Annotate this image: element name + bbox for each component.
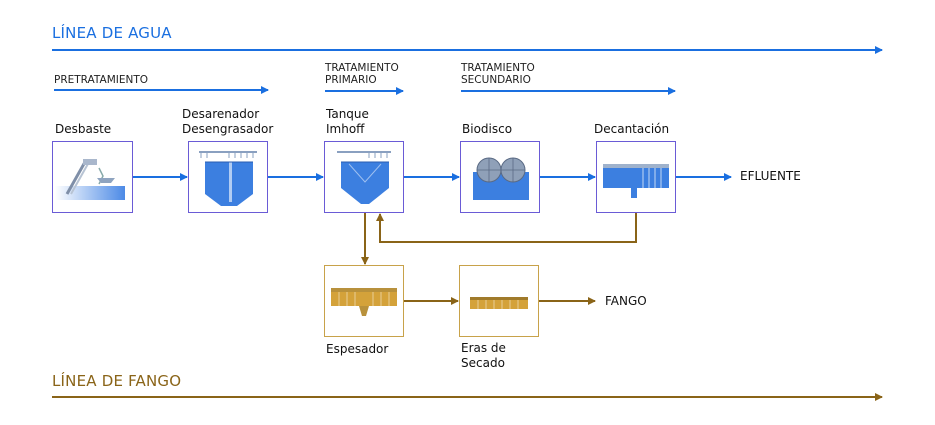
desarenador-box [188, 141, 268, 213]
label-desbaste: Desbaste [55, 122, 112, 136]
stage-secondary-line1: TRATAMIENTO [461, 62, 535, 74]
bar-screen-icon [55, 159, 125, 200]
label-espesador: Espesador [326, 342, 389, 356]
stage-primary-line1: TRATAMIENTO [325, 62, 399, 74]
decantacion-box [596, 141, 676, 213]
label-desarenador-line1: Desarenador [182, 107, 260, 121]
stage-primary-line2: PRIMARIO [325, 74, 377, 86]
imhoff-tank-icon [337, 151, 391, 204]
biodisc-icon [473, 157, 529, 200]
label-fango: FANGO [605, 294, 647, 308]
clarifier-icon [603, 164, 669, 198]
label-tanque-imhoff: Tanque Imhoff [326, 107, 369, 137]
stage-secondary: TRATAMIENTO SECUNDARIO [461, 62, 535, 86]
desbaste-box [52, 141, 133, 213]
label-efluente: EFLUENTE [740, 169, 801, 183]
tanque-imhoff-box [324, 141, 404, 213]
biodisco-box [460, 141, 540, 213]
water-line-title: LÍNEA DE AGUA [52, 24, 172, 42]
espesador-box [324, 265, 404, 337]
grit-chamber-icon [199, 151, 257, 206]
thickener-icon [331, 288, 397, 316]
label-eras-de-secado: Eras de Secado [461, 341, 506, 371]
sludge-line-title: LÍNEA DE FANGO [52, 372, 182, 390]
label-desarenador: Desarenador Desengrasador [182, 107, 273, 137]
label-tanque-line2: Imhoff [326, 122, 365, 136]
drying-bed-icon [470, 297, 528, 309]
label-tanque-line1: Tanque [326, 107, 369, 121]
stage-primary: TRATAMIENTO PRIMARIO [325, 62, 399, 86]
label-eras-line2: Secado [461, 356, 505, 370]
label-decantacion: Decantación [594, 122, 670, 136]
label-desarenador-line2: Desengrasador [182, 122, 274, 136]
label-eras-line1: Eras de [461, 341, 506, 355]
stage-pretreatment: PRETRATAMIENTO [54, 74, 149, 86]
sludge-return-loop [376, 213, 637, 243]
stage-secondary-line2: SECUNDARIO [461, 74, 531, 86]
eras-de-secado-box [459, 265, 539, 337]
label-biodisco: Biodisco [462, 122, 513, 136]
